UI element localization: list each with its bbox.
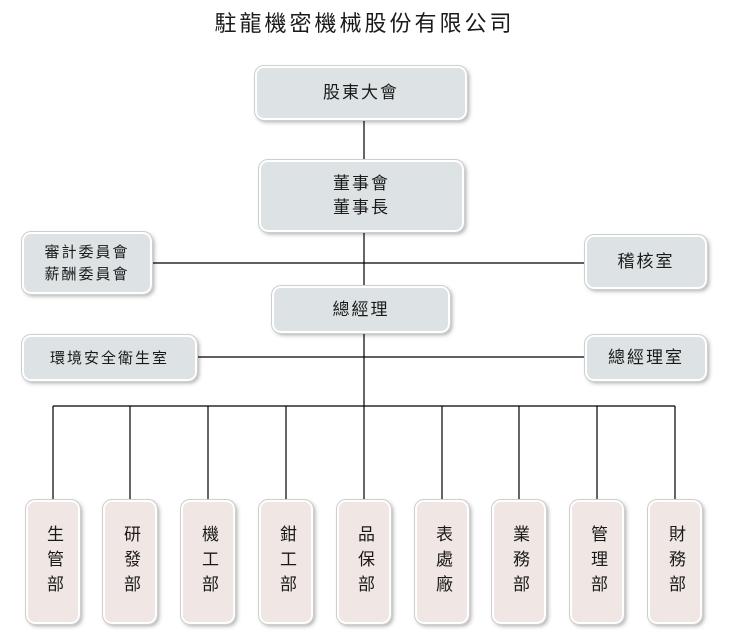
dept-machining: 機工部	[180, 499, 236, 625]
dept-finance: 財務部	[647, 499, 703, 625]
node-general-manager-label: 總經理	[332, 299, 390, 320]
dept-quality-assurance: 品保部	[336, 499, 392, 625]
dept-label: 表處廠	[432, 524, 452, 600]
node-board-line2: 董事長	[333, 198, 390, 218]
node-board-line1: 董事會	[333, 174, 390, 194]
dept-label: 品保部	[354, 524, 374, 600]
dept-label: 業務部	[509, 524, 529, 600]
dept-production-control: 生管部	[25, 499, 81, 625]
dept-label: 研發部	[120, 524, 140, 600]
dept-surface-treatment: 表處廠	[414, 499, 470, 625]
node-internal-audit-label: 稽核室	[617, 252, 675, 272]
node-audit-committee: 審計委員會	[44, 243, 130, 261]
dept-management: 管理部	[569, 499, 625, 625]
dept-label: 財務部	[665, 524, 685, 600]
chart-title: 駐龍機密機械股份有限公司	[214, 12, 515, 37]
node-shareholders: 股東大會	[254, 65, 468, 121]
node-ehs-office: 環境安全衛生室	[21, 334, 198, 382]
node-committees: 審計委員會 薪酬委員會	[21, 231, 153, 295]
node-general-manager: 總經理	[271, 285, 451, 334]
node-board: 董事會 董事長	[258, 159, 465, 233]
node-gm-office-label: 總經理室	[608, 348, 684, 368]
dept-sales: 業務部	[491, 499, 547, 625]
dept-fitting: 鉗工部	[258, 499, 314, 625]
dept-label: 鉗工部	[276, 524, 296, 600]
node-internal-audit: 稽核室	[584, 234, 708, 290]
node-compensation-committee: 薪酬委員會	[44, 265, 130, 283]
dept-rnd: 研發部	[102, 499, 158, 625]
dept-label: 生管部	[43, 524, 63, 600]
node-shareholders-label: 股東大會	[323, 83, 399, 103]
dept-label: 管理部	[587, 524, 607, 600]
node-ehs-office-label: 環境安全衛生室	[49, 349, 169, 367]
dept-label: 機工部	[198, 524, 218, 600]
node-gm-office: 總經理室	[584, 334, 708, 382]
